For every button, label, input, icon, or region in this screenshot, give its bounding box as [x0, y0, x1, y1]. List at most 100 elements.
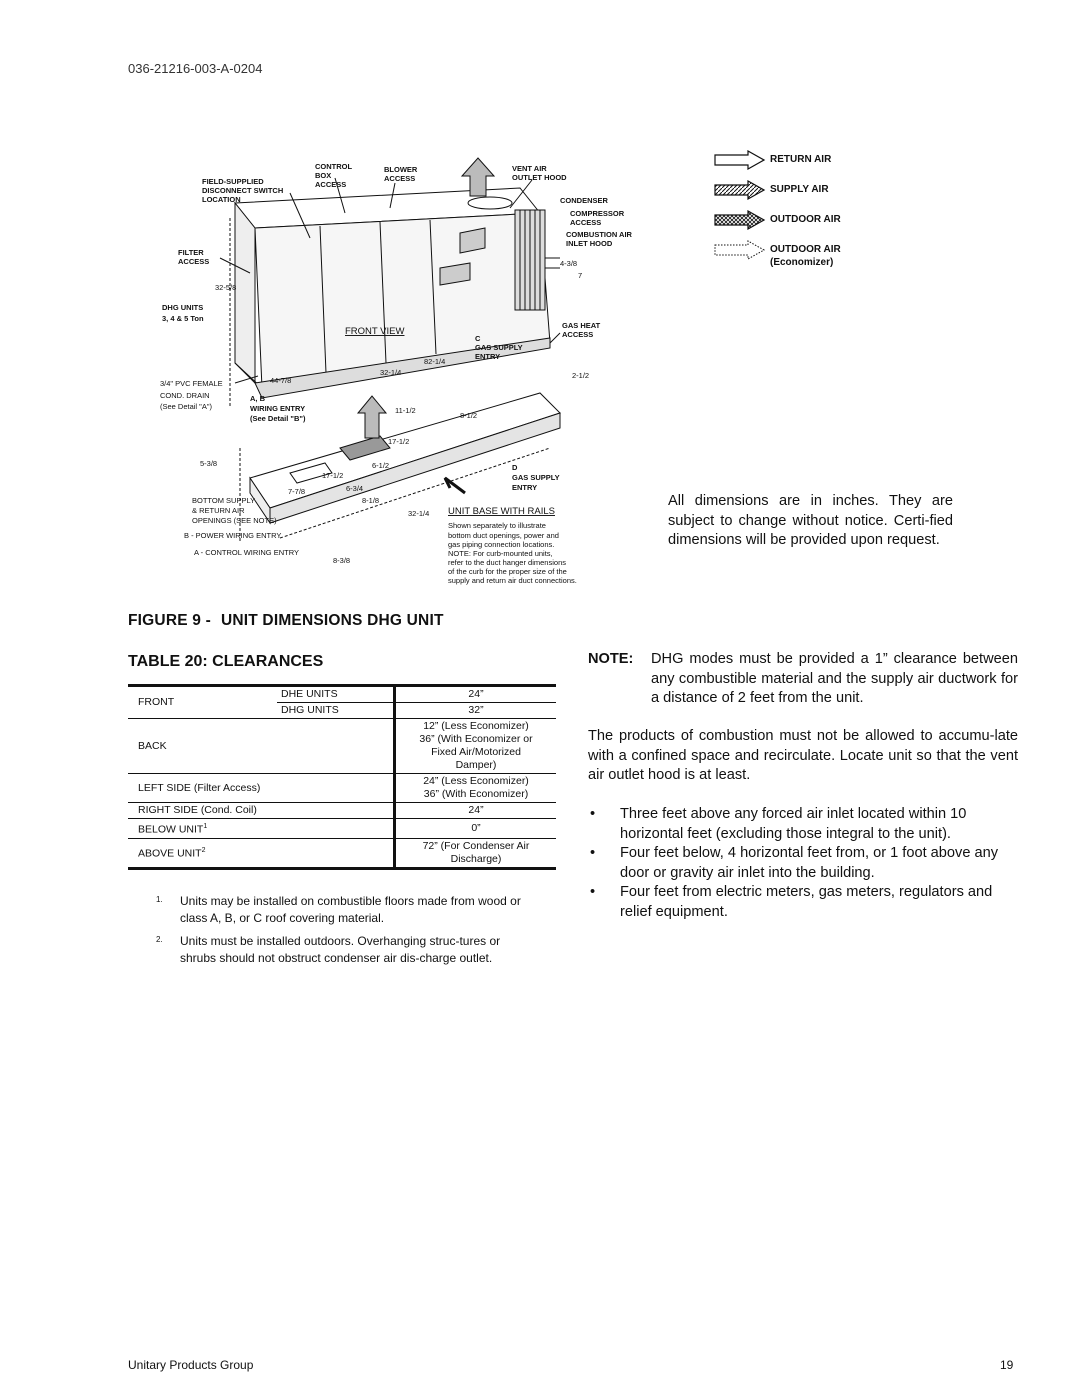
svg-text:GAS HEAT: GAS HEAT	[562, 321, 601, 330]
document-id: 036-21216-003-A-0204	[128, 61, 263, 76]
svg-text:NOTE: For curb-mounted units,: NOTE: For curb-mounted units,	[448, 549, 553, 558]
svg-text:GAS SUPPLY: GAS SUPPLY	[475, 343, 523, 352]
value-line: 72” (For Condenser Air	[422, 839, 530, 852]
svg-text:32-5/8: 32-5/8	[215, 283, 236, 292]
unit-type: DHG UNITS	[277, 702, 396, 719]
value-line: 24” (Less Economizer)	[423, 775, 529, 787]
svg-text:DISCONNECT SWITCH: DISCONNECT SWITCH	[202, 186, 283, 195]
svg-text:82-1/4: 82-1/4	[424, 357, 445, 366]
footnote-2: 2. Units must be installed outdoors. Ove…	[156, 933, 526, 967]
svg-text:INLET HOOD: INLET HOOD	[566, 239, 613, 248]
svg-text:8-1/8: 8-1/8	[362, 496, 379, 505]
svg-text:Shown separately to illustrate: Shown separately to illustrate	[448, 521, 546, 530]
clearance-value: 12” (Less Economizer) 36” (With Economiz…	[394, 718, 556, 774]
return-air-arrow-icon	[714, 149, 766, 171]
footnote-number: 1.	[156, 895, 163, 904]
clearance-value: 24” (Less Economizer) 36” (With Economiz…	[394, 773, 556, 803]
svg-text:17-1/2: 17-1/2	[388, 437, 409, 446]
outdoor-air-arrow-icon	[714, 209, 766, 231]
row-label-below: BELOW UNIT1	[128, 818, 277, 838]
list-item: • Three feet above any forced air inlet …	[588, 805, 1018, 844]
bullet-text: Four feet from electric meters, gas mete…	[620, 884, 993, 920]
svg-text:2-1/2: 2-1/2	[572, 371, 589, 380]
note-text: DHG modes must be provided a 1” clearanc…	[651, 651, 1018, 706]
svg-text:A, B: A, B	[250, 394, 266, 403]
svg-text:6-1/2: 6-1/2	[372, 461, 389, 470]
svg-text:DHG UNITS: DHG UNITS	[162, 303, 203, 312]
footnote-text: Units must be installed outdoors. Overha…	[180, 934, 501, 965]
svg-text:32-1/4: 32-1/4	[408, 509, 429, 518]
table-row: RIGHT SIDE (Cond. Coil) 24”	[128, 802, 556, 819]
svg-text:bottom duct openings, power an: bottom duct openings, power and	[448, 531, 559, 540]
footnote-text: Units may be installed on combustible fl…	[180, 894, 521, 925]
svg-text:of the curb for the proper siz: of the curb for the proper size of the	[448, 567, 567, 576]
combustion-paragraph: The products of combustion must not be a…	[588, 728, 1018, 783]
svg-text:UNIT BASE WITH RAILS: UNIT BASE WITH RAILS	[448, 506, 555, 517]
svg-text:44-7/8: 44-7/8	[270, 376, 291, 385]
table-row: BELOW UNIT1 0”	[128, 818, 556, 838]
clearances-table: FRONT DHE UNITS 24” DHG UNITS 32” BACK 1…	[128, 684, 556, 870]
bullet-glyph: •	[590, 806, 596, 822]
table-row: FRONT DHE UNITS 24”	[128, 685, 556, 708]
supply-air-arrow-icon	[714, 179, 766, 201]
svg-text:(See Detail "B"): (See Detail "B")	[250, 414, 306, 423]
legend-supply-air: SUPPLY AIR	[714, 179, 829, 203]
list-item: • Four feet below, 4 horizontal feet fro…	[588, 844, 1018, 883]
svg-text:ACCESS: ACCESS	[570, 218, 601, 227]
svg-text:ACCESS: ACCESS	[178, 257, 209, 266]
legend-return-air: RETURN AIR	[714, 149, 831, 173]
value-line: Damper)	[455, 759, 497, 771]
svg-text:FILTER: FILTER	[178, 248, 204, 257]
svg-text:C: C	[475, 334, 481, 343]
svg-text:& RETURN AIR: & RETURN AIR	[192, 506, 245, 515]
figure-title: UNIT DIMENSIONS DHG UNIT	[220, 612, 444, 629]
row-label-above: ABOVE UNIT2	[128, 837, 277, 868]
clearance-value: 24”	[468, 688, 484, 700]
svg-text:supply and return air duct con: supply and return air duct connections.	[448, 576, 577, 585]
note-heading: NOTE:	[588, 651, 634, 667]
value-line: 36” (With Economizer or	[419, 733, 533, 745]
svg-text:3/4" PVC FEMALE: 3/4" PVC FEMALE	[160, 379, 223, 388]
clearance-note: NOTE: DHG modes must be provided a 1” cl…	[588, 650, 1018, 709]
unit-dimensions-drawing: CONTROL BOX ACCESS BLOWER ACCESS VENT AI…	[160, 157, 633, 585]
legend-label: RETURN AIR	[770, 154, 832, 165]
dimensions-note: All dimensions are in inches. They are s…	[668, 493, 953, 548]
table-title: TABLE 20: CLEARANCES	[128, 653, 324, 670]
svg-text:CONDENSER: CONDENSER	[560, 196, 609, 205]
svg-text:GAS SUPPLY: GAS SUPPLY	[512, 473, 560, 482]
svg-text:COMPRESSOR: COMPRESSOR	[570, 209, 625, 218]
table-row: BACK 12” (Less Economizer) 36” (With Eco…	[128, 718, 556, 774]
svg-text:gas piping connection location: gas piping connection locations.	[448, 540, 554, 549]
value-line: Discharge)	[450, 852, 502, 865]
outdoor-air-economizer-arrow-icon	[714, 240, 766, 260]
svg-text:VENT AIR: VENT AIR	[512, 164, 547, 173]
svg-text:CONTROL: CONTROL	[315, 162, 352, 171]
svg-text:ENTRY: ENTRY	[475, 352, 500, 361]
svg-text:11-1/2: 11-1/2	[395, 406, 416, 415]
bullet-text: Three feet above any forced air inlet lo…	[620, 806, 967, 842]
bullet-glyph: •	[590, 845, 596, 861]
footer-company: Unitary Products Group	[128, 1358, 254, 1372]
svg-text:ENTRY: ENTRY	[512, 483, 537, 492]
row-label-right: RIGHT SIDE (Cond. Coil)	[128, 802, 277, 819]
clearance-value: 72” (For Condenser Air Discharge)	[394, 837, 556, 868]
svg-text:ACCESS: ACCESS	[384, 174, 415, 183]
svg-text:OPENINGS (SEE NOTE): OPENINGS (SEE NOTE)	[192, 516, 277, 525]
svg-text:WIRING ENTRY: WIRING ENTRY	[250, 404, 305, 413]
clearance-value: 0”	[394, 818, 556, 838]
clearance-value: 32”	[394, 702, 556, 719]
table-row: DHG UNITS 32”	[128, 702, 556, 719]
table-row: LEFT SIDE (Filter Access) 24” (Less Econ…	[128, 773, 556, 803]
unit-type: DHE UNITS	[277, 685, 396, 703]
svg-text:17-1/2: 17-1/2	[322, 471, 343, 480]
figure-caption: FIGURE 9 -UNIT DIMENSIONS DHG UNIT	[128, 612, 444, 630]
bullet-text: Four feet below, 4 horizontal feet from,…	[620, 845, 999, 881]
bullet-glyph: •	[590, 884, 596, 900]
svg-text:OUTLET HOOD: OUTLET HOOD	[512, 173, 567, 182]
table-row: ABOVE UNIT2 72” (For Condenser Air Disch…	[128, 837, 556, 868]
value-line: Fixed Air/Motorized	[431, 746, 521, 758]
footnote-number: 2.	[156, 935, 163, 944]
footnote-1: 1. Units may be installed on combustible…	[156, 893, 526, 927]
svg-text:7: 7	[578, 271, 582, 280]
svg-text:LOCATION: LOCATION	[202, 195, 241, 204]
